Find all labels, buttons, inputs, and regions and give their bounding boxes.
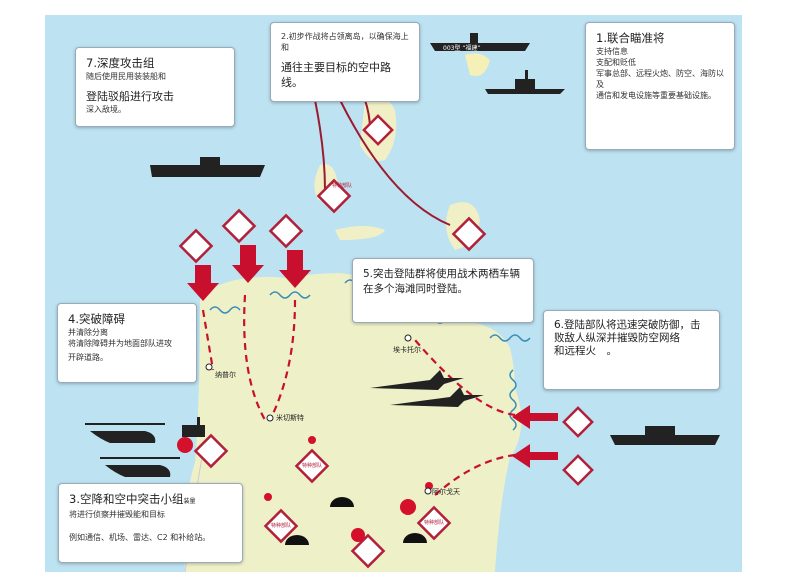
advance-route <box>434 453 516 496</box>
carrier-silhouette <box>430 33 530 51</box>
explosion-icon <box>177 437 193 453</box>
unit-symbol <box>268 213 304 249</box>
beach-wave <box>509 369 517 431</box>
callout-text: 和远程火 。 <box>554 345 617 357</box>
unit-symbol <box>193 433 229 469</box>
landing-arrow <box>512 444 558 468</box>
callout-text: 2.初步作战将占领离岛，以确保海上 <box>281 32 409 41</box>
advance-route <box>201 309 215 371</box>
callout-text: 和 <box>281 43 289 52</box>
landing-arrows <box>187 245 558 468</box>
callout-title: 4.突破障碍 <box>68 312 125 326</box>
town-marker <box>205 363 213 371</box>
advance-route <box>269 299 297 421</box>
callout-text: 军事总部、远程火炮、防空、海防以及 <box>596 69 724 89</box>
factory-icon <box>182 417 205 437</box>
advance-route <box>243 294 266 421</box>
place-label: 米切斯特 <box>276 414 304 422</box>
callout-joint-targeting: 1.联合瞄准将 支持信息 支配和贬低 军事总部、远程火炮、防空、海防以及 通信和… <box>585 22 735 150</box>
callout-text: 将进行侦察并摧毁能和目标 <box>69 510 165 519</box>
beach-wave <box>209 306 241 314</box>
amphibious-ship-silhouette <box>150 157 265 177</box>
callout-text: 开辟道路。 <box>68 353 108 362</box>
callout-breach-obstacles: 4.突破障碍 并清除分离 将清除障碍并为地面部队进攻 开辟道路。 <box>57 303 197 383</box>
callout-text: 登陆驳船进行攻击 <box>86 90 174 103</box>
landing-arrow <box>512 405 558 429</box>
unit-symbols <box>178 114 594 569</box>
callout-airborne-assault: 3.空降和空中突击小组装量 将进行侦察并摧毁能和目标 例如通信、机场、雷达、C2… <box>58 483 243 563</box>
callout-text: 6.登陆部队将迅速突破防御，击 <box>554 319 701 331</box>
callout-text: 5.突击登陆群将使用战术两栖车辆 <box>363 268 521 280</box>
unit-symbol <box>221 208 257 244</box>
callout-text: 并清除分离 <box>68 328 108 337</box>
callout-text: 线。 <box>281 76 303 89</box>
island-ne <box>465 53 490 76</box>
unit-symbol <box>362 114 394 146</box>
callout-text: 深入敌境。 <box>86 105 126 114</box>
callout-text: 支持信息 <box>596 47 628 56</box>
unit-label: 特种部队 <box>271 523 292 529</box>
explosion-icon <box>400 499 416 515</box>
callout-text: 在多个海滩同时登陆。 <box>363 283 468 295</box>
town-marker <box>424 487 432 495</box>
town-marker <box>266 414 274 422</box>
callout-text: 随后使用民用装装船和 <box>86 72 166 81</box>
callout-text: 例如通信、机场、雷达、C2 和补给站。 <box>69 533 211 542</box>
amphibious-ship-silhouette <box>610 426 720 445</box>
destroyer-silhouette <box>485 70 565 94</box>
helicopter-silhouette <box>85 423 165 443</box>
fighter-jet-silhouette <box>390 387 484 407</box>
explosion-icon <box>351 528 365 542</box>
landing-arrow <box>279 250 311 288</box>
callout-text: 支配和贬低 <box>596 58 636 67</box>
marker-dot <box>264 493 272 501</box>
callout-title-sup: 装量 <box>183 498 196 505</box>
landing-arrow <box>187 265 219 301</box>
callout-title: 1.联合瞄准将 <box>596 31 665 45</box>
beach-wave <box>489 334 531 342</box>
island-small <box>335 226 385 240</box>
advance-route <box>414 339 516 417</box>
landing-arrow <box>232 245 264 283</box>
carrier-label: 003型 “福建” <box>443 45 481 52</box>
callout-text: 将清除障碍并为地面部队进攻 <box>68 339 172 348</box>
fighter-jet-silhouette <box>370 370 464 390</box>
callout-amphibious-landing: 5.突击登陆群将使用战术两栖车辆 在多个海滩同时登陆。 <box>352 258 534 323</box>
place-label: 纳普尔 <box>215 371 236 379</box>
helicopter-silhouette <box>100 457 180 477</box>
unit-symbol <box>350 533 386 569</box>
air-route-arrow <box>339 99 451 226</box>
callout-deep-strike: 7.深度攻击组 随后使用民用装装船和 登陆驳船进行攻击 深入敌境。 <box>75 47 235 127</box>
marker-dot <box>308 436 316 444</box>
parachute-icon <box>403 533 427 543</box>
parachute-icon <box>285 535 309 545</box>
unit-label: 特种部队 <box>302 463 323 469</box>
place-label: 阿尔戈天 <box>432 488 460 496</box>
callout-breakthrough: 6.登陆部队将迅速突破防御，击 败敌人纵深并摧毁防空网络 和远程火 。 <box>543 310 720 390</box>
place-label: 埃卡托尔 <box>393 346 421 354</box>
unit-label: 特种部队 <box>424 520 445 526</box>
unit-symbol <box>562 406 594 438</box>
callout-text: 通往主要目标的空中路 <box>281 61 391 74</box>
unit-symbol <box>294 448 330 484</box>
callout-offshore-islands: 2.初步作战将占领离岛，以确保海上 和 通往主要目标的空中路 线。 <box>270 22 420 102</box>
parachute-icon <box>330 497 354 507</box>
unit-symbol <box>178 228 214 264</box>
beach-wave <box>269 291 311 299</box>
unit-symbol <box>316 178 352 214</box>
town-marker <box>404 334 412 342</box>
unit-label: 特种部队 <box>332 183 353 189</box>
unit-symbol <box>562 454 594 486</box>
callout-text: 败敌人纵深并摧毁防空网络 <box>554 332 680 344</box>
callout-title: 3.空降和空中突击小组 <box>69 492 184 506</box>
callout-title: 7.深度攻击组 <box>86 56 155 70</box>
unit-symbol <box>451 216 487 252</box>
callout-text: 通信和发电设施等重要基础设施。 <box>596 91 716 100</box>
air-route-arrow <box>314 99 326 191</box>
unit-symbol <box>263 508 299 544</box>
unit-symbol <box>416 505 452 541</box>
